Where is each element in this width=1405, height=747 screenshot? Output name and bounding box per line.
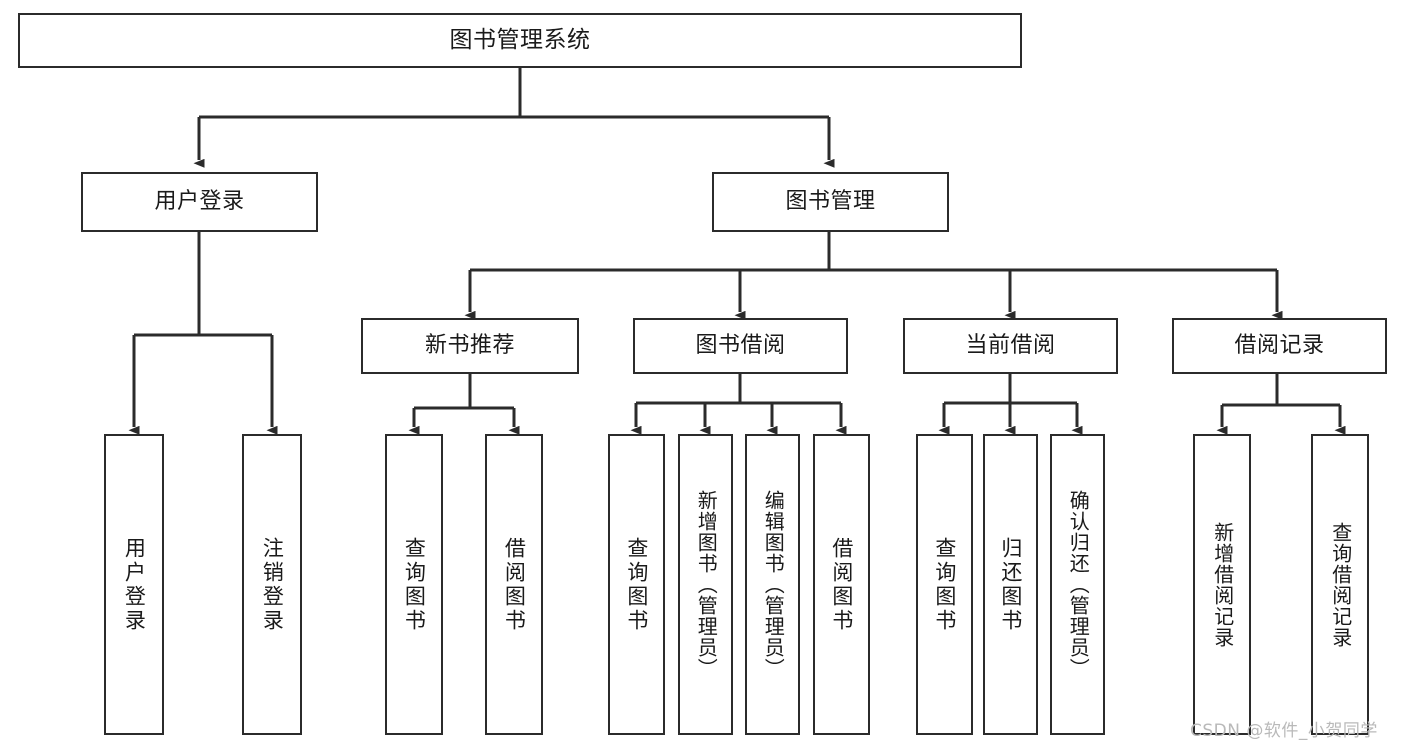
node-leaf-confirm-return[interactable]: 确认归还（管理员） [1050,434,1105,735]
node-leaf-query-book-2-label: 查询图书 [624,536,649,633]
node-leaf-add-record-label: 新增借阅记录 [1210,521,1235,648]
node-book-management[interactable]: 图书管理 [712,172,949,232]
node-book-management-label: 图书管理 [785,189,876,215]
node-leaf-query-book-2[interactable]: 查询图书 [608,434,665,735]
node-leaf-add-record[interactable]: 新增借阅记录 [1193,434,1251,735]
node-borrow-record[interactable]: 借阅记录 [1172,318,1387,374]
node-book-borrow[interactable]: 图书借阅 [633,318,848,374]
node-leaf-query-record[interactable]: 查询借阅记录 [1311,434,1369,735]
node-leaf-confirm-return-label: 确认归还（管理员） [1066,490,1091,679]
node-leaf-add-book[interactable]: 新增图书（管理员） [678,434,733,735]
node-leaf-user-login-label: 用户登录 [122,536,147,633]
node-user-login-label: 用户登录 [154,189,245,215]
node-new-book-recommend[interactable]: 新书推荐 [361,318,579,374]
node-root-label: 图书管理系统 [449,26,591,53]
node-leaf-user-logout[interactable]: 注销登录 [242,434,302,735]
node-leaf-borrow-book-2-label: 借阅图书 [829,536,854,633]
node-leaf-user-logout-label: 注销登录 [260,536,285,633]
node-leaf-query-book-1-label: 查询图书 [402,536,427,633]
csdn-watermark: CSDN @软件_小贺同学 [1190,721,1378,741]
node-leaf-query-record-label: 查询借阅记录 [1328,521,1353,648]
node-leaf-borrow-book-1[interactable]: 借阅图书 [485,434,543,735]
node-leaf-edit-book-label: 编辑图书（管理员） [761,490,786,679]
node-current-borrow-label: 当前借阅 [965,333,1056,359]
node-current-borrow[interactable]: 当前借阅 [903,318,1118,374]
node-leaf-add-book-label: 新增图书（管理员） [694,490,719,679]
node-user-login[interactable]: 用户登录 [81,172,318,232]
node-root[interactable]: 图书管理系统 [18,13,1022,68]
node-leaf-return-book-label: 归还图书 [998,536,1023,633]
node-leaf-return-book[interactable]: 归还图书 [983,434,1038,735]
node-leaf-query-book-3-label: 查询图书 [932,536,957,633]
node-leaf-query-book-3[interactable]: 查询图书 [916,434,973,735]
node-leaf-borrow-book-1-label: 借阅图书 [502,536,527,633]
node-borrow-record-label: 借阅记录 [1234,333,1325,359]
node-new-book-recommend-label: 新书推荐 [424,333,515,359]
node-book-borrow-label: 图书借阅 [695,333,786,359]
node-leaf-edit-book[interactable]: 编辑图书（管理员） [745,434,800,735]
node-leaf-query-book-1[interactable]: 查询图书 [385,434,443,735]
node-leaf-borrow-book-2[interactable]: 借阅图书 [813,434,870,735]
node-leaf-user-login[interactable]: 用户登录 [104,434,164,735]
